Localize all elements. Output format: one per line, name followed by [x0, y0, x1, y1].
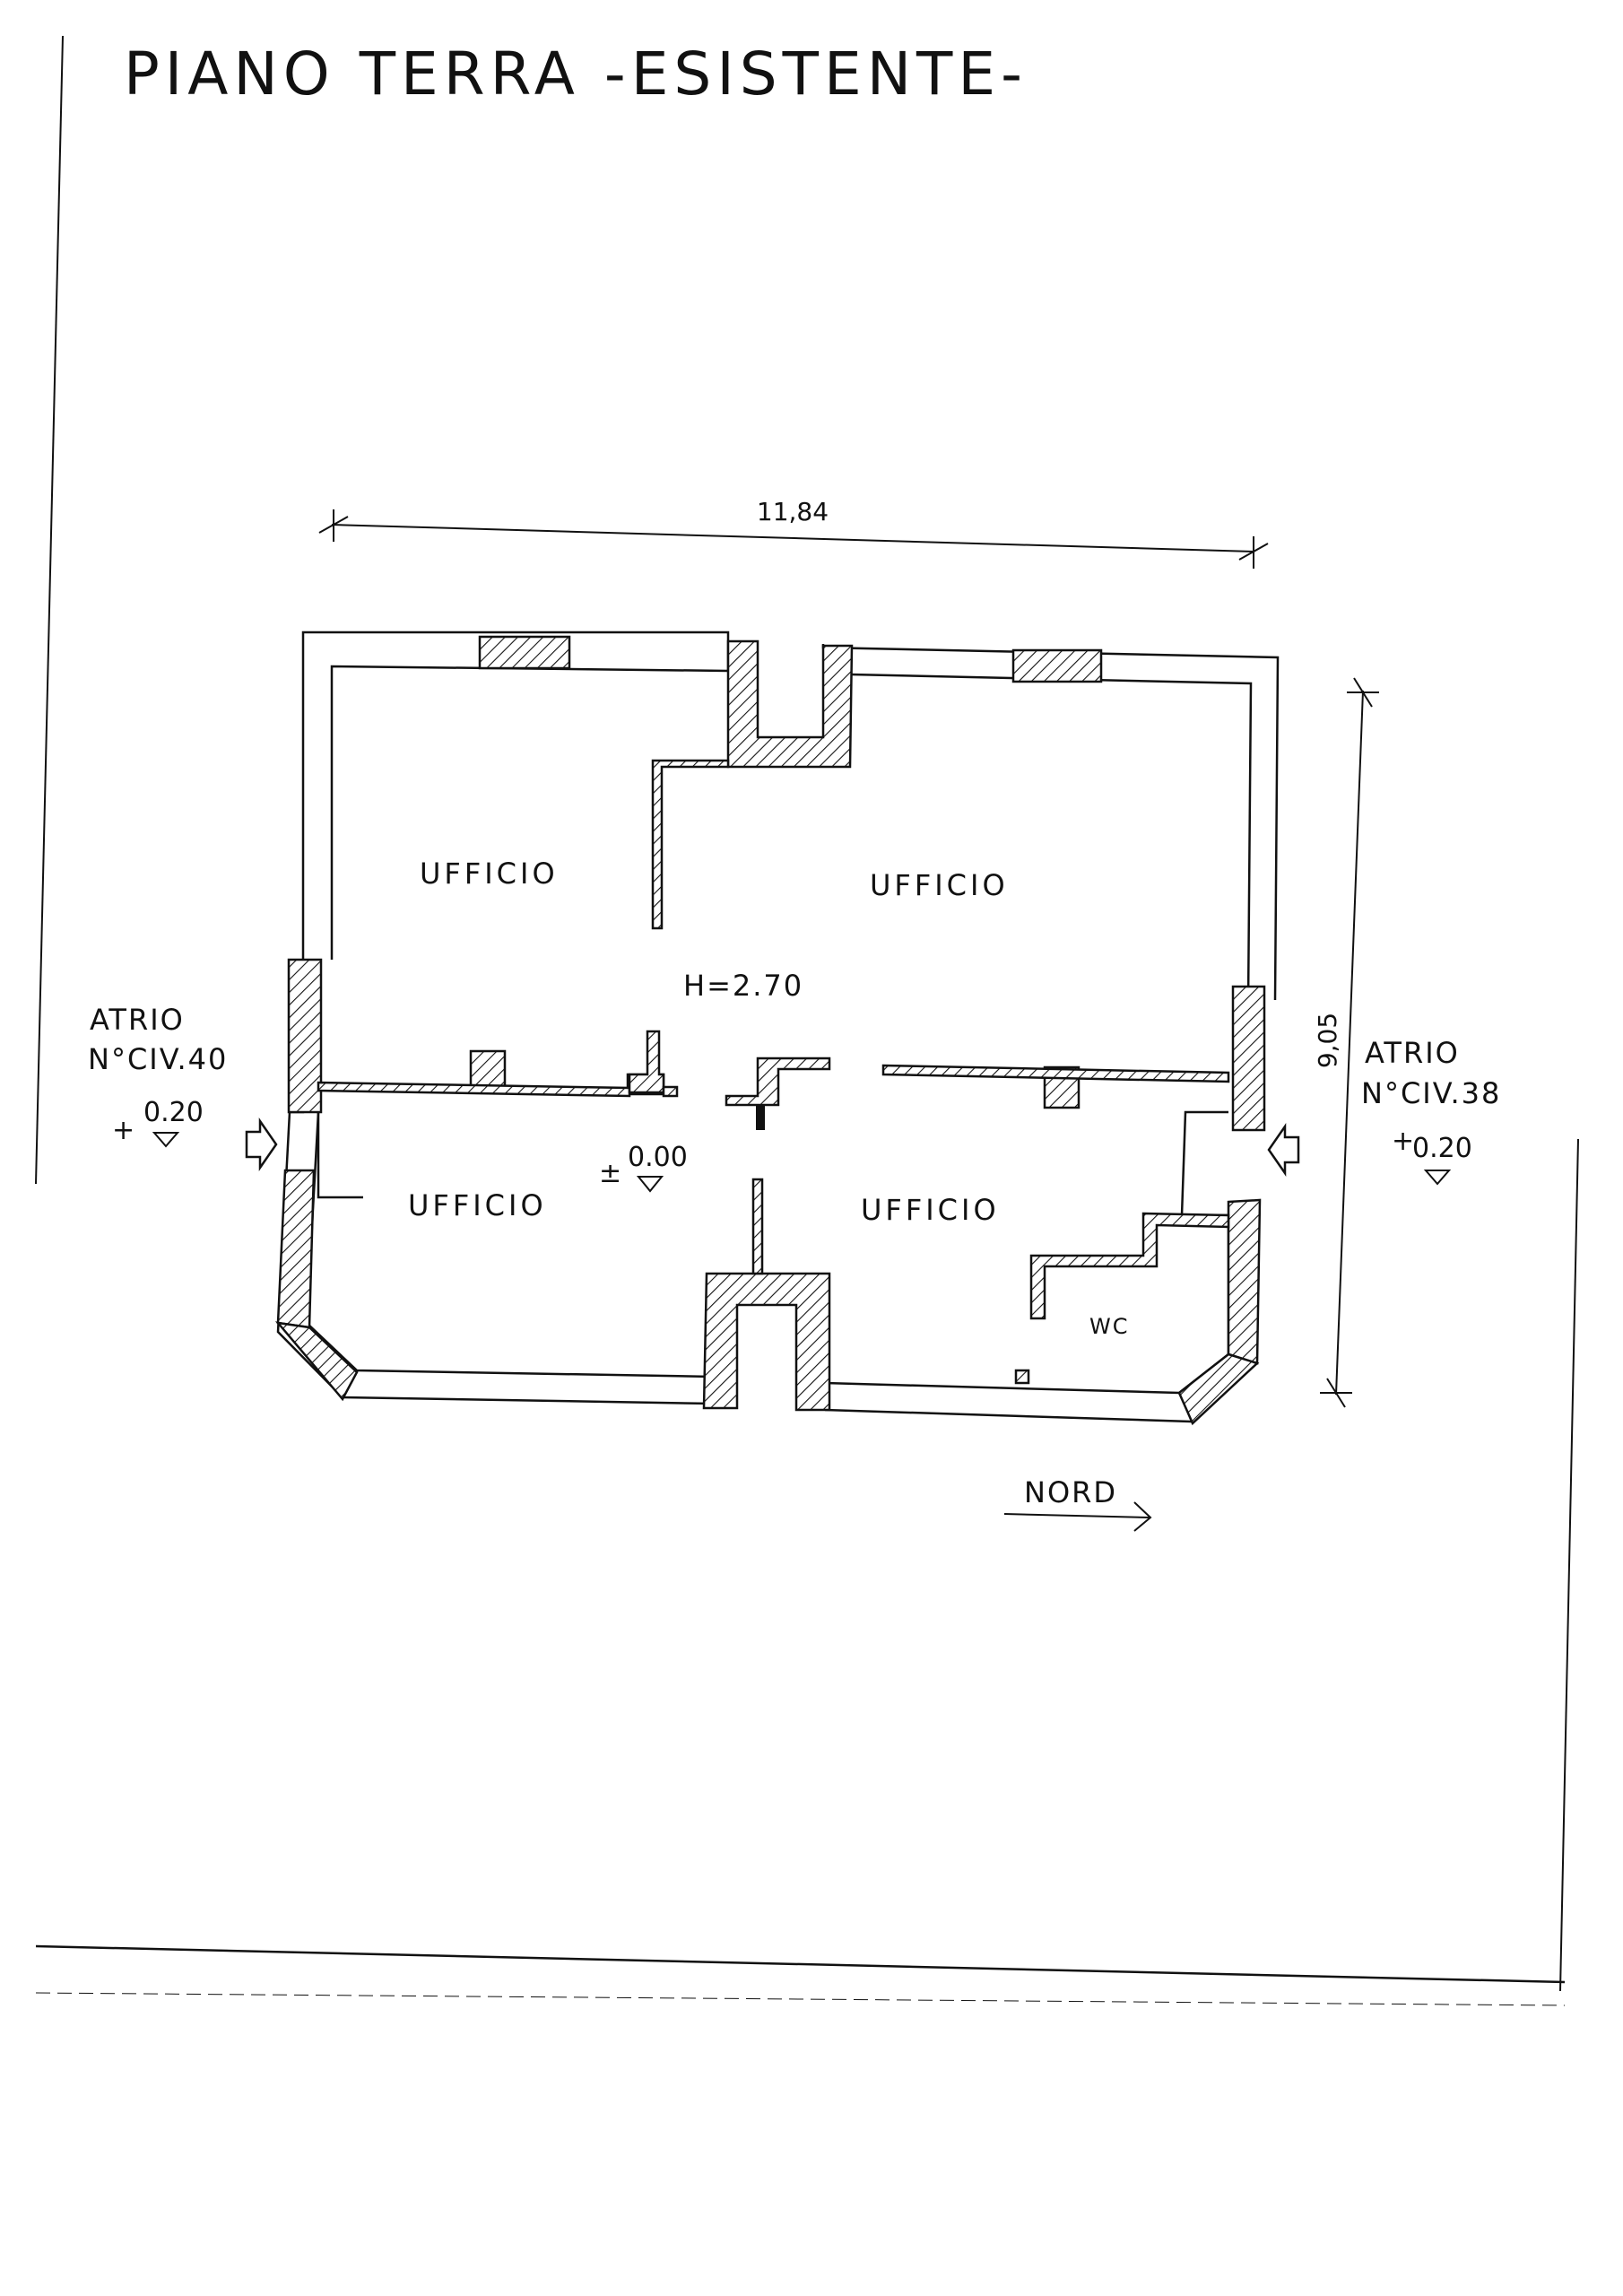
- room-label-office-bottom-right: UFFICIO: [861, 1193, 1000, 1227]
- right-level-triangle-icon: [1423, 1170, 1452, 1186]
- right-entrance-title: ATRIO: [1365, 1036, 1460, 1070]
- width-dimension-label: 11,84: [757, 497, 829, 526]
- right-entry-arrow-icon: [1267, 1122, 1300, 1178]
- room-label-office-top-left: UFFICIO: [420, 857, 559, 891]
- floor-level-value: 0.00: [628, 1142, 688, 1173]
- room-label-office-top-right: UFFICIO: [870, 868, 1009, 902]
- right-entrance-number: N°CIV.38: [1361, 1076, 1501, 1110]
- left-entrance-annotation: ATRIO N°CIV.40 + 0.20: [88, 1003, 228, 1148]
- level-triangle-icon: [636, 1176, 664, 1193]
- structural-walls: [274, 635, 1266, 1426]
- width-dimension: 11,84: [318, 497, 1269, 569]
- right-entrance-level-value: 0.20: [1412, 1133, 1472, 1164]
- left-entry-arrow-icon: [245, 1117, 278, 1172]
- floor-level-marker: ± 0.00: [599, 1142, 688, 1193]
- room-label-office-bottom-left: UFFICIO: [408, 1188, 547, 1222]
- left-level-triangle-icon: [152, 1132, 180, 1148]
- north-label: NORD: [1024, 1475, 1117, 1509]
- entry-arrows: [245, 1117, 1300, 1178]
- left-entrance-level-value: 0.20: [143, 1097, 204, 1128]
- north-arrow: NORD: [1003, 1475, 1152, 1532]
- sheet-frame: [35, 35, 1579, 2006]
- room-label-wc: WC: [1089, 1314, 1130, 1339]
- left-entrance-level-sign: +: [112, 1115, 135, 1146]
- depth-dimension-label: 9,05: [1313, 1013, 1342, 1068]
- page-title: PIANO TERRA -ESISTENTE-: [124, 39, 1028, 109]
- interior-partitions: [317, 759, 1230, 1320]
- ceiling-height-label: H=2.70: [683, 969, 803, 1003]
- left-entrance-number: N°CIV.40: [88, 1042, 228, 1076]
- left-entrance-title: ATRIO: [90, 1003, 185, 1037]
- depth-dimension: 9,05: [1313, 677, 1379, 1408]
- right-entrance-annotation: ATRIO N°CIV.38 + 0.20: [1361, 1036, 1501, 1186]
- right-entrance-level-sign: +: [1392, 1126, 1414, 1157]
- floor-level-sign: ±: [599, 1158, 621, 1189]
